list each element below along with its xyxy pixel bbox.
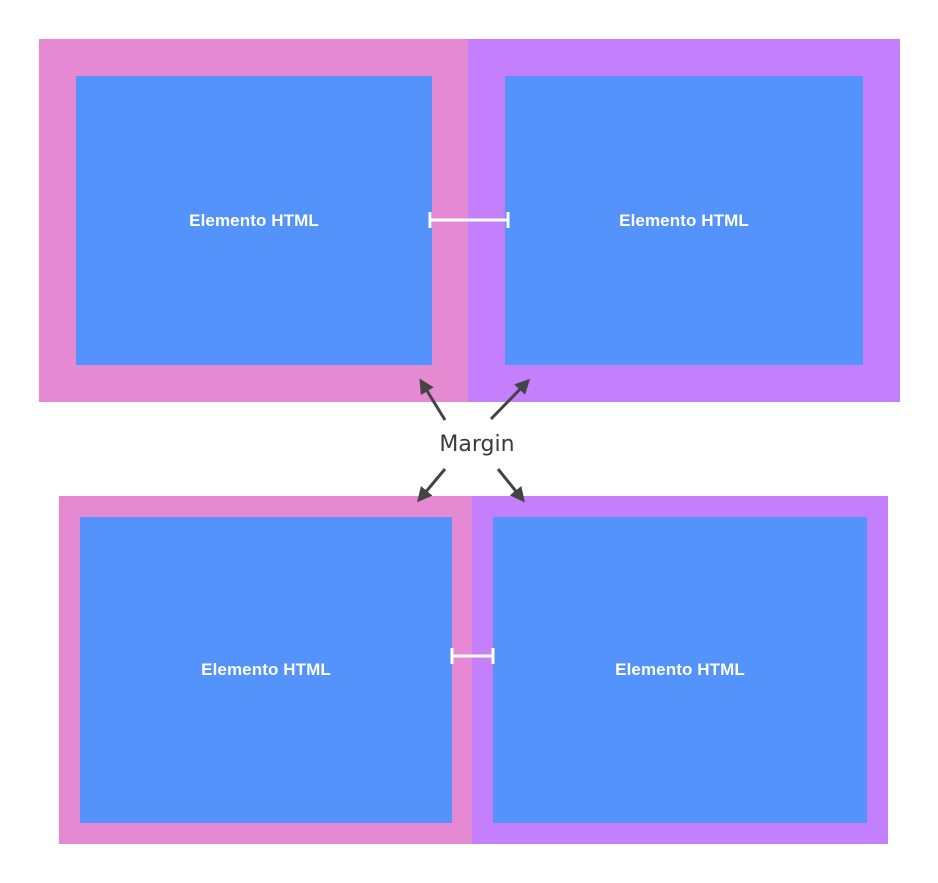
- element-label: Elemento HTML: [619, 210, 749, 230]
- top-left-html-element: Elemento HTML: [76, 76, 432, 365]
- arrow-down-right-icon: [496, 468, 525, 503]
- bottom-dimension-line-icon: [450, 648, 495, 664]
- element-label: Elemento HTML: [189, 210, 319, 230]
- arrow-up-left-icon: [419, 378, 447, 421]
- top-right-html-element: Elemento HTML: [505, 76, 863, 365]
- top-dimension-line-icon: [428, 212, 510, 228]
- bottom-left-html-element: Elemento HTML: [80, 517, 452, 823]
- bottom-right-html-element: Elemento HTML: [493, 517, 867, 823]
- arrow-up-right-icon: [489, 378, 531, 421]
- element-label: Elemento HTML: [201, 660, 331, 679]
- margin-label: Margin: [439, 431, 515, 457]
- element-label: Elemento HTML: [615, 660, 745, 679]
- arrow-down-left-icon: [417, 468, 447, 503]
